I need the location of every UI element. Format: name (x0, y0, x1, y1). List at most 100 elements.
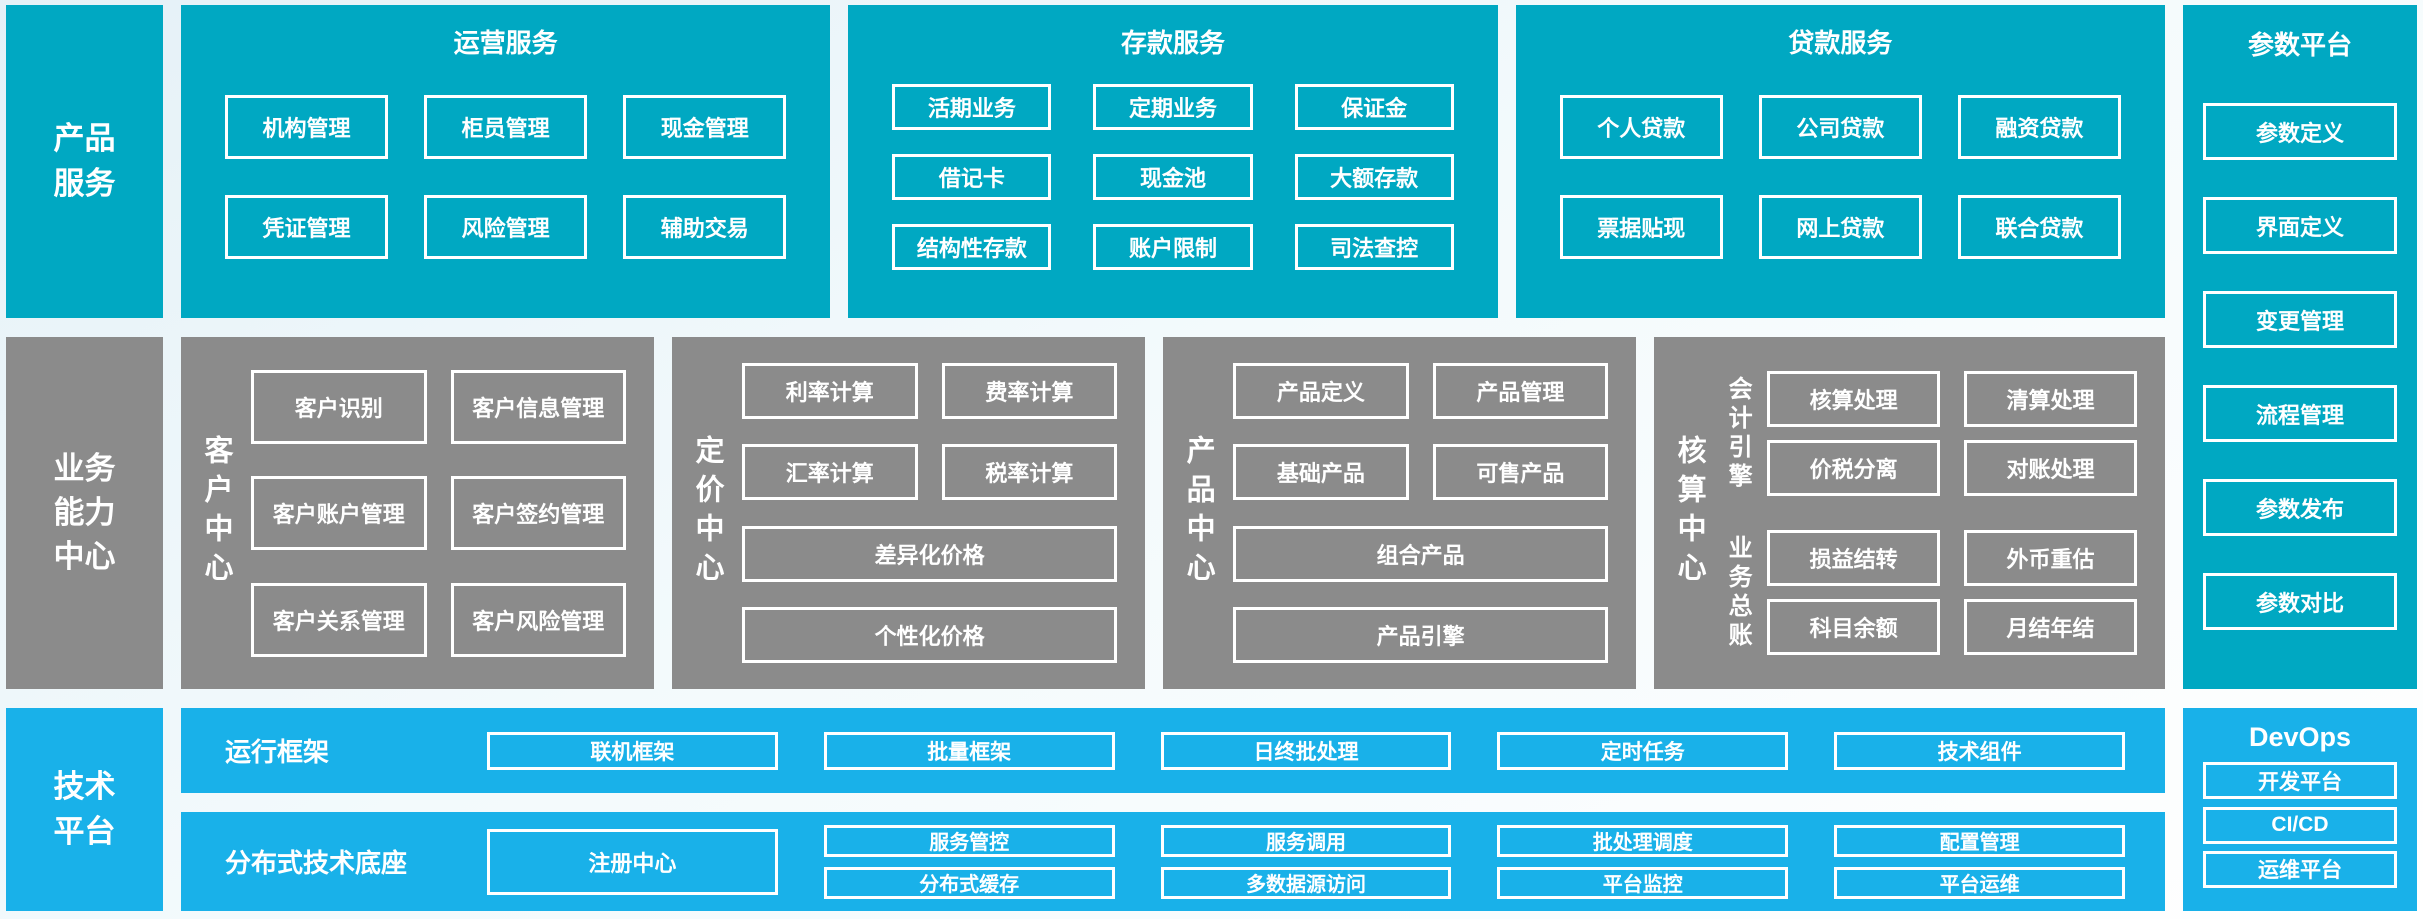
capability-box: 产品管理 (1432, 362, 1609, 419)
product-boxes: 产品定义 产品管理 基础产品 可售产品 组合产品 产品引擎 (1223, 337, 1636, 689)
bar-label: 运行框架 (225, 737, 330, 767)
service-box: 机构管理 (225, 95, 389, 160)
bar-slot: 定时任务 (1497, 731, 1789, 770)
bar-slot: 批量框架 (823, 731, 1115, 770)
service-box: 公司贷款 (1758, 95, 1922, 160)
bar-slot: 注册中心 (487, 828, 778, 895)
bar-slot: 服务管控 分布式缓存 (823, 824, 1115, 899)
band-label-text: 技术平台 (53, 769, 116, 849)
operations-boxes: 机构管理 柜员管理 现金管理 凭证管理 风险管理 辅助交易 (225, 60, 787, 294)
loan-boxes: 个人贷款 公司贷款 融资贷款 票据贴现 网上贷款 联合贷款 (1559, 60, 2121, 294)
devops-boxes: 开发平台 CI/CD 运维平台 (2203, 755, 2397, 895)
group-boxes: 损益结转 外币重估 科目余额 月结年结 (1767, 530, 2138, 655)
service-box: 大额存款 (1294, 154, 1454, 200)
capability-box: 客户账户管理 (251, 476, 427, 550)
section-title: 贷款服务 (1788, 28, 1893, 58)
runtime-framework-bar: 运行框架 联机框架 批量框架 日终批处理 定时任务 技术组件 (181, 708, 2165, 793)
pricing-boxes: 利率计算 费率计算 汇率计算 税率计算 差异化价格 个性化价格 (732, 337, 1145, 689)
service-box: 个人贷款 (1559, 95, 1723, 160)
accounting-groups: 会计引擎 核算处理 清算处理 价税分离 对账处理 业务总账 损益结转 外币重估 … (1714, 337, 2165, 689)
tech-box: 技术组件 (1834, 731, 2125, 770)
section-deposit-services: 存款服务 活期业务 定期业务 保证金 借记卡 现金池 大额存款 结构性存款 账户… (848, 5, 1498, 318)
capability-box: 汇率计算 (742, 444, 918, 501)
capability-box: 组合产品 (1233, 525, 1609, 582)
tech-box: 运维平台 (2203, 850, 2397, 888)
product-services-row: 运营服务 机构管理 柜员管理 现金管理 凭证管理 风险管理 辅助交易 存款服务 … (181, 5, 2165, 318)
service-box: 活期业务 (892, 84, 1052, 130)
bar-slot: 联机框架 (487, 731, 778, 770)
parameter-platform-panel: 参数平台 参数定义 界面定义 变更管理 流程管理 参数发布 参数对比 (2183, 5, 2417, 689)
tech-box: 日终批处理 (1160, 731, 1452, 770)
section-title: 参数平台 (2247, 30, 2352, 60)
tech-box: 多数据源访问 (1160, 866, 1452, 899)
center-title: 产品中心 (1182, 435, 1215, 591)
bar-slot: 配置管理 平台运维 (1834, 824, 2125, 899)
capability-box: 费率计算 (941, 362, 1118, 419)
capability-box: 损益结转 (1767, 530, 1941, 586)
capability-box: 科目余额 (1767, 599, 1941, 655)
capability-box: 价税分离 (1767, 440, 1941, 496)
pricing-center-panel: 定价中心 利率计算 费率计算 汇率计算 税率计算 差异化价格 个性化价格 (672, 337, 1146, 689)
service-box: 参数发布 (2203, 479, 2397, 536)
tech-box: 服务调用 (1160, 824, 1452, 857)
service-box: 票据贴现 (1559, 194, 1723, 259)
service-box: 凭证管理 (225, 194, 389, 259)
capability-box: 产品定义 (1233, 362, 1409, 419)
service-box: 司法查控 (1294, 224, 1454, 270)
business-centers-row: 客户中心 客户识别 客户信息管理 客户账户管理 客户签约管理 客户关系管理 客户… (181, 337, 2166, 689)
section-title: 运营服务 (453, 28, 558, 58)
service-box: 定期业务 (1093, 84, 1253, 130)
capability-box: 外币重估 (1964, 530, 2138, 586)
center-title: 定价中心 (691, 435, 724, 591)
service-box: 现金池 (1093, 154, 1253, 200)
service-box: 柜员管理 (424, 95, 588, 160)
service-box: 账户限制 (1093, 224, 1253, 270)
capability-box: 月结年结 (1964, 599, 2138, 655)
bar-slot: 技术组件 (1834, 731, 2125, 770)
deposit-boxes: 活期业务 定期业务 保证金 借记卡 现金池 大额存款 结构性存款 账户限制 司法… (892, 60, 1454, 294)
tech-box: 配置管理 (1834, 824, 2125, 857)
band-label-tech-platform: 技术平台 (6, 708, 163, 911)
section-loan-services: 贷款服务 个人贷款 公司贷款 融资贷款 票据贴现 网上贷款 联合贷款 (1515, 5, 2165, 318)
accounting-center-panel: 核算中心 会计引擎 核算处理 清算处理 价税分离 对账处理 业务总账 损益结转 … (1654, 337, 2166, 689)
capability-box: 税率计算 (941, 444, 1118, 501)
tech-box: 批量框架 (823, 731, 1115, 770)
service-box: 借记卡 (892, 154, 1052, 200)
tech-box: CI/CD (2203, 806, 2397, 844)
service-box: 流程管理 (2203, 385, 2397, 442)
tech-box: 分布式缓存 (823, 866, 1115, 899)
customer-boxes: 客户识别 客户信息管理 客户账户管理 客户签约管理 客户关系管理 客户风险管理 (241, 337, 654, 689)
service-box: 保证金 (1294, 84, 1454, 130)
bar-label: 分布式技术底座 (225, 848, 408, 878)
capability-box: 可售产品 (1432, 444, 1609, 501)
devops-title: DevOps (2248, 722, 2352, 752)
service-box: 现金管理 (623, 95, 787, 160)
section-operations-services: 运营服务 机构管理 柜员管理 现金管理 凭证管理 风险管理 辅助交易 (181, 5, 831, 318)
capability-box: 清算处理 (1964, 371, 2138, 427)
group-label: 会计引擎 (1724, 375, 1752, 492)
section-title: 存款服务 (1120, 28, 1225, 58)
service-box: 联合贷款 (1957, 194, 2121, 259)
service-box: 网上贷款 (1758, 194, 1922, 259)
band-label-business-capability: 业务能力中心 (6, 337, 163, 689)
band-label-product-services: 产品服务 (6, 5, 163, 318)
service-box: 界面定义 (2203, 197, 2397, 254)
service-box: 风险管理 (424, 194, 588, 259)
service-box: 参数定义 (2203, 103, 2397, 160)
capability-box: 差异化价格 (742, 525, 1118, 582)
band-label-text: 产品服务 (53, 121, 116, 201)
tech-box: 开发平台 (2203, 762, 2397, 800)
tech-box: 注册中心 (487, 828, 778, 895)
service-box: 辅助交易 (623, 194, 787, 259)
business-ledger-group: 业务总账 损益结转 外币重估 科目余额 月结年结 (1714, 530, 2138, 655)
group-label: 业务总账 (1724, 534, 1752, 651)
capability-box: 客户风险管理 (450, 582, 627, 657)
service-box: 参数对比 (2203, 573, 2397, 630)
tech-box: 联机框架 (487, 731, 778, 770)
tech-box: 平台监控 (1497, 866, 1789, 899)
service-box: 变更管理 (2203, 291, 2397, 348)
capability-box: 个性化价格 (742, 607, 1118, 664)
capability-box: 利率计算 (742, 362, 918, 419)
distributed-base-bar: 分布式技术底座 注册中心 服务管控 分布式缓存 服务调用 多数据源访问 批处理调… (181, 812, 2165, 911)
